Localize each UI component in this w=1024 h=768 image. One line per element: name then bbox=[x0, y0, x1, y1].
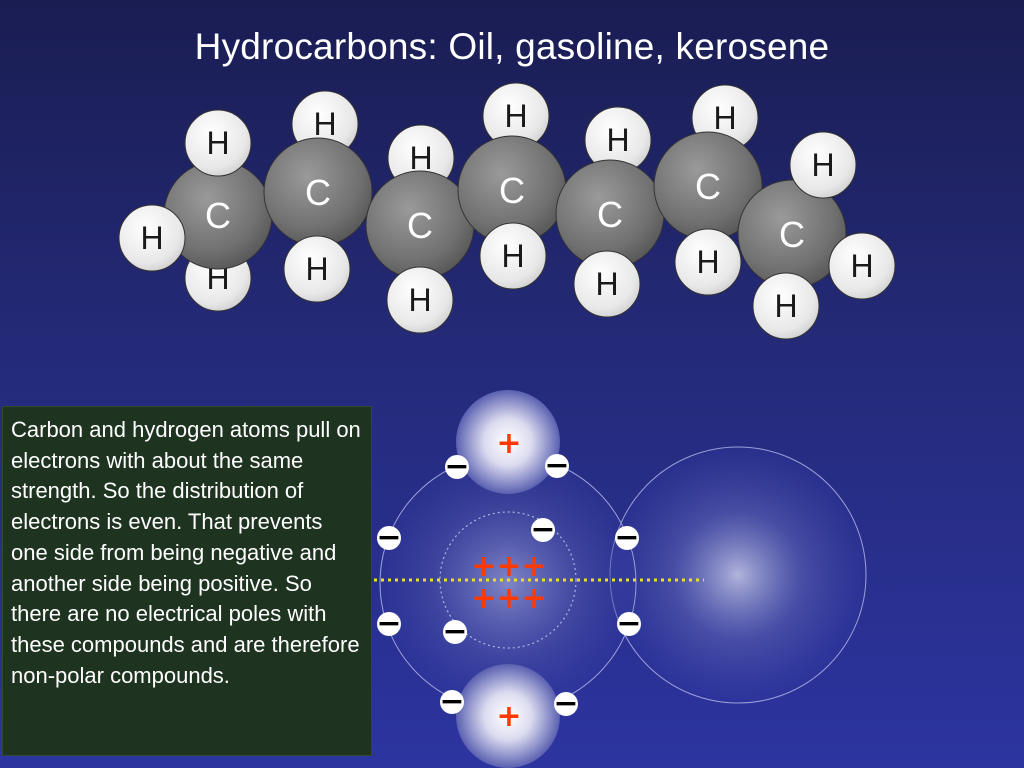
hydrogen-atom-label: H bbox=[850, 248, 873, 284]
hydrogen-atom-label: H bbox=[408, 282, 431, 318]
electron-negative-mark: − bbox=[616, 606, 641, 641]
electron-negative-mark: − bbox=[376, 606, 401, 641]
right-atom-cloud bbox=[609, 446, 867, 704]
svg-text:−: − bbox=[439, 684, 464, 719]
electron-negative-mark: − bbox=[444, 449, 469, 484]
carbon-atom: C bbox=[365, 170, 475, 280]
hydrogen-atom: H bbox=[184, 109, 252, 177]
electron-negative-mark: − bbox=[553, 686, 578, 721]
svg-text:−: − bbox=[442, 614, 467, 649]
carbon-atom-label: C bbox=[597, 194, 623, 235]
carbon-atom: C bbox=[653, 131, 763, 241]
hydrogen-atom-label: H bbox=[140, 220, 163, 256]
central-atom-cloud bbox=[379, 454, 637, 712]
hydrogen-atom-label: H bbox=[696, 244, 719, 280]
carbon-atom-label: C bbox=[305, 172, 331, 213]
hydrogen-atom-label: H bbox=[501, 238, 524, 274]
positive-charge-mark: +++ bbox=[471, 549, 546, 584]
hydrogen-atom-label: H bbox=[206, 125, 229, 161]
hydrogen-atom: H bbox=[752, 272, 820, 340]
hydrogen-atom-label: H bbox=[504, 98, 527, 134]
electron-negative-mark: − bbox=[544, 448, 569, 483]
hydrogen-atom-label: H bbox=[409, 140, 432, 176]
svg-text:−: − bbox=[614, 520, 639, 555]
bottom-hydrogen-cloud bbox=[456, 664, 560, 768]
hydrogen-atom: H bbox=[584, 106, 652, 174]
electron-negative-mark: − bbox=[439, 684, 464, 719]
electron-negative-mark: − bbox=[442, 614, 467, 649]
hydrogen-atom-label: H bbox=[713, 100, 736, 136]
hydrogen-atom-label: H bbox=[305, 251, 328, 287]
electron-negative-mark: − bbox=[530, 512, 555, 547]
positive-charge-mark: + bbox=[496, 699, 521, 734]
svg-text:−: − bbox=[376, 606, 401, 641]
carbon-atom-label: C bbox=[695, 166, 721, 207]
hydrogen-atom: H bbox=[118, 204, 186, 272]
positive-charge-mark: + bbox=[496, 426, 521, 461]
carbon-atom: C bbox=[263, 137, 373, 247]
positive-charge-mark: +++ bbox=[471, 581, 546, 616]
hydrogen-atom: H bbox=[283, 235, 351, 303]
hydrogen-atom: H bbox=[573, 250, 641, 318]
carbon-atom: C bbox=[737, 179, 847, 289]
svg-text:−: − bbox=[553, 686, 578, 721]
carbon-atom-label: C bbox=[407, 205, 433, 246]
hydrogen-atom-label: H bbox=[313, 106, 336, 142]
electron-negative-mark: − bbox=[614, 520, 639, 555]
carbon-atom: C bbox=[555, 159, 665, 269]
svg-text:−: − bbox=[544, 448, 569, 483]
carbon-atom: C bbox=[457, 135, 567, 245]
svg-text:−: − bbox=[616, 606, 641, 641]
svg-text:−: − bbox=[530, 512, 555, 547]
top-hydrogen-cloud bbox=[456, 390, 560, 494]
hydrogen-atom-label: H bbox=[774, 288, 797, 324]
carbon-atom-label: C bbox=[205, 195, 231, 236]
carbon-atom-label: C bbox=[779, 214, 805, 255]
hydrogen-atom: H bbox=[479, 222, 547, 290]
slide-title: Hydrocarbons: Oil, gasoline, kerosene bbox=[194, 26, 830, 67]
explanation-box: Carbon and hydrogen atoms pull on electr… bbox=[2, 406, 372, 756]
nucleus-boundary bbox=[439, 511, 577, 649]
svg-text:−: − bbox=[444, 449, 469, 484]
hydrogen-atom: H bbox=[674, 228, 742, 296]
svg-text:−: − bbox=[376, 520, 401, 555]
hydrogen-atom: H bbox=[789, 131, 857, 199]
hydrogen-atom-label: H bbox=[811, 147, 834, 183]
carbon-atom-label: C bbox=[499, 170, 525, 211]
hydrogen-atom: H bbox=[482, 82, 550, 150]
electron-negative-mark: − bbox=[376, 520, 401, 555]
hydrogen-atom-label: H bbox=[595, 266, 618, 302]
hydrogen-atom: H bbox=[386, 266, 454, 334]
hydrogen-atom: H bbox=[828, 232, 896, 300]
hydrogen-atom-label: H bbox=[606, 122, 629, 158]
